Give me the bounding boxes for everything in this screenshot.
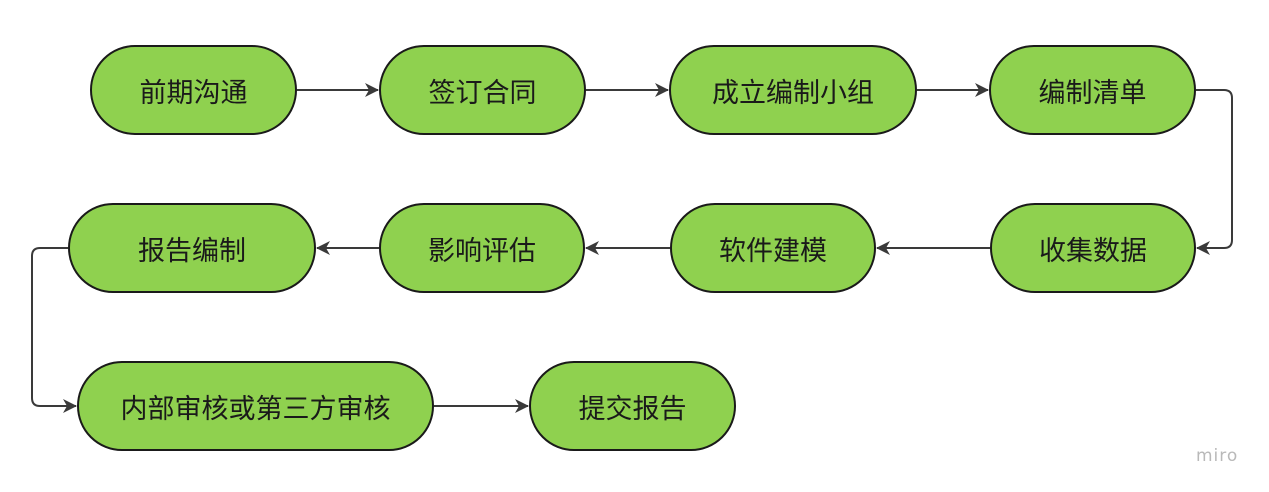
node-label: 软件建模 xyxy=(719,235,827,267)
node-report-writing[interactable]: 报告编制 xyxy=(68,203,316,293)
node-internal-or-third-party-review[interactable]: 内部审核或第三方审核 xyxy=(77,361,434,451)
node-preliminary-communication[interactable]: 前期沟通 xyxy=(90,45,297,135)
node-submit-report[interactable]: 提交报告 xyxy=(529,361,736,451)
edge-n4-n5 xyxy=(1196,89,1233,255)
node-compile-inventory[interactable]: 编制清单 xyxy=(989,45,1196,135)
node-label: 成立编制小组 xyxy=(712,77,874,109)
node-label: 影响评估 xyxy=(428,235,536,267)
node-label: 前期沟通 xyxy=(139,77,248,109)
miro-watermark: miro xyxy=(1196,446,1239,466)
node-label: 编制清单 xyxy=(1038,77,1147,109)
edge-n8-n9 xyxy=(31,247,77,413)
node-label: 内部审核或第三方审核 xyxy=(120,393,391,425)
node-impact-assessment[interactable]: 影响评估 xyxy=(379,203,585,293)
node-form-team[interactable]: 成立编制小组 xyxy=(669,45,917,135)
node-software-modeling[interactable]: 软件建模 xyxy=(670,203,876,293)
node-label: 签订合同 xyxy=(428,77,537,109)
node-label: 收集数据 xyxy=(1039,235,1147,267)
node-label: 报告编制 xyxy=(138,235,246,267)
node-collect-data[interactable]: 收集数据 xyxy=(990,203,1196,293)
node-sign-contract[interactable]: 签订合同 xyxy=(379,45,586,135)
node-label: 提交报告 xyxy=(578,393,687,425)
